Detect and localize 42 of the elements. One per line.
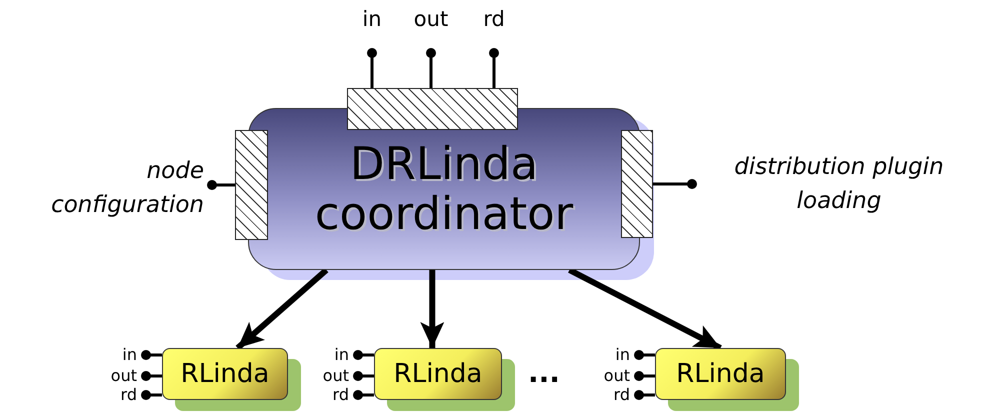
pin-label: out [302,367,358,385]
pin-connector [489,48,499,88]
interface-label: node configuration [30,152,212,224]
pin-label: rd [302,386,358,404]
pin-label: rd [474,6,514,53]
arrow [420,270,444,348]
component-box [655,348,786,400]
box-title: RLinda [394,359,482,389]
pin-connector [367,48,377,88]
pin-connector [653,179,697,189]
ellipsis-text: ... [528,358,560,388]
component-box [374,348,502,400]
component-box [162,348,288,400]
pin-connector [634,390,655,400]
box-title: DRLinda coordinator [314,138,574,240]
port-block [347,88,518,130]
pin-label: in [90,346,146,364]
pin-connector [353,350,374,360]
box-title: RLinda [676,359,765,389]
pin-label: in [302,346,358,364]
pin-label: rd [583,386,639,404]
pin-connector [634,350,655,360]
pin-connector [353,390,374,400]
pin-label: out [583,367,639,385]
pin-connector [141,390,162,400]
pin-label: in [352,6,392,53]
pin-label: out [401,6,461,53]
box-title: RLinda [180,359,270,389]
pin-label: in [583,346,639,364]
pin-label: rd [90,386,146,404]
port-block [621,130,653,238]
pin-connector [353,371,374,381]
pin-label: out [90,367,146,385]
arrow [568,267,722,351]
arrow [236,268,328,350]
pin-connector [634,371,655,381]
port-block [235,130,268,240]
pin-connector [141,371,162,381]
pin-connector [426,48,436,88]
interface-label: distribution plugin loading [692,148,986,220]
pin-connector [207,180,235,190]
pin-connector [141,350,162,360]
